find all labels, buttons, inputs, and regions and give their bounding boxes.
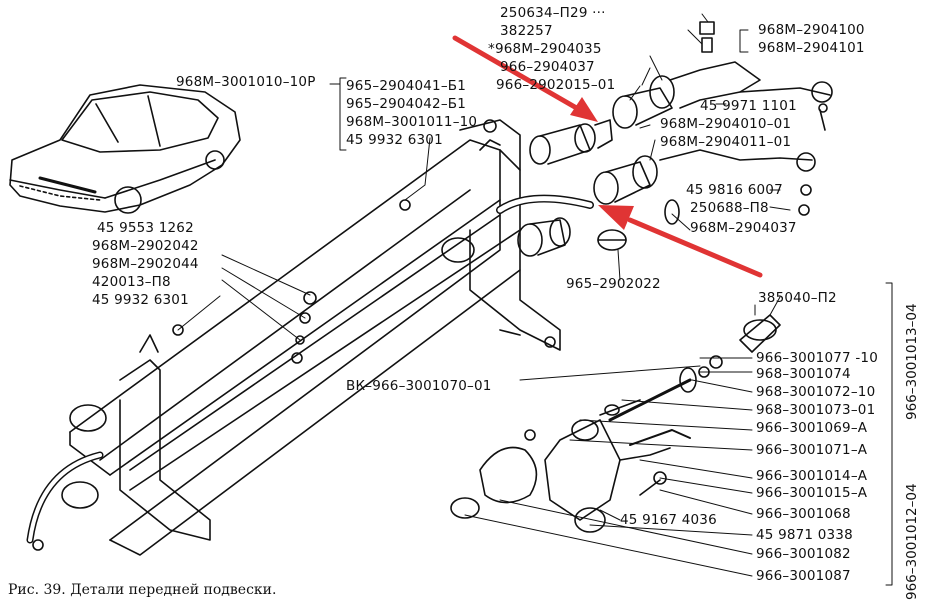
part-label: *968М–2904035 (488, 41, 602, 57)
part-label: 968М–2904010–01 (660, 116, 792, 132)
red-pointer-arrows (452, 35, 763, 278)
part-label: ВК–966–3001070–01 (346, 378, 492, 394)
part-label: 968М–2904037 (690, 220, 797, 236)
part-label: 966–3001068 (756, 506, 851, 522)
part-label: 968М–3001010–10Р (176, 74, 316, 90)
part-label: 45 9816 6007 (686, 182, 783, 198)
upper-bushings (529, 21, 833, 165)
beam-hardware (172, 199, 411, 364)
part-label: 965–2904041–Б1 (346, 78, 467, 94)
lower-bushings (517, 149, 816, 257)
vertical-part-label: 966–3001012–04 (904, 483, 920, 600)
part-label: 966–3001087 (756, 568, 851, 584)
part-label: 966–3001014–А (756, 468, 868, 484)
part-label: 966–2904037 (500, 59, 595, 75)
part-label: 382257 (500, 23, 553, 39)
part-label: 968М–2904101 (758, 40, 865, 56)
part-label: 968–3001073–01 (756, 402, 876, 418)
part-label: 45 9932 6301 (92, 292, 189, 308)
vertical-part-label: 966–3001013–04 (904, 303, 920, 420)
car-illustration (9, 84, 241, 214)
part-label: 968М–2904011–01 (660, 134, 792, 150)
part-label: 250688–П8 (690, 200, 769, 216)
figure-caption: Рис. 39. Детали передней подвески. (8, 582, 277, 598)
part-label: 968М–3001011–10 (346, 114, 478, 130)
part-label: 966–2902015–01 (496, 77, 616, 93)
part-label: 966–3001082 (756, 546, 851, 562)
part-label: 968М–2904100 (758, 22, 865, 38)
part-label: 45 9971 1101 (700, 98, 797, 114)
part-label: 45 9932 6301 (346, 132, 443, 148)
part-label: 968М–2902042 (92, 238, 199, 254)
part-label: 965–2904042–Б1 (346, 96, 467, 112)
leader-lines (177, 13, 893, 586)
part-label: 966–3001015–А (756, 485, 868, 501)
part-label: 966–3001069–А (756, 420, 868, 436)
part-label: 45 9167 4036 (620, 512, 717, 528)
part-label: 250634–П29 ··· (500, 5, 606, 21)
part-label: 965–2902022 (566, 276, 661, 292)
knuckle-assembly (450, 314, 781, 533)
part-label: 45 9871 0338 (756, 527, 853, 543)
part-label: 45 9553 1262 (97, 220, 194, 236)
part-label: 968–3001072–10 (756, 384, 876, 400)
suspension-beam (26, 119, 594, 556)
part-label: 966–3001077 -10 (756, 350, 878, 366)
part-label: 385040–П2 (758, 290, 837, 306)
part-label: 968–3001074 (756, 366, 851, 382)
part-label: 968М–2902044 (92, 256, 199, 272)
part-label: 420013–П8 (92, 274, 171, 290)
part-label: 966–3001071–А (756, 442, 868, 458)
